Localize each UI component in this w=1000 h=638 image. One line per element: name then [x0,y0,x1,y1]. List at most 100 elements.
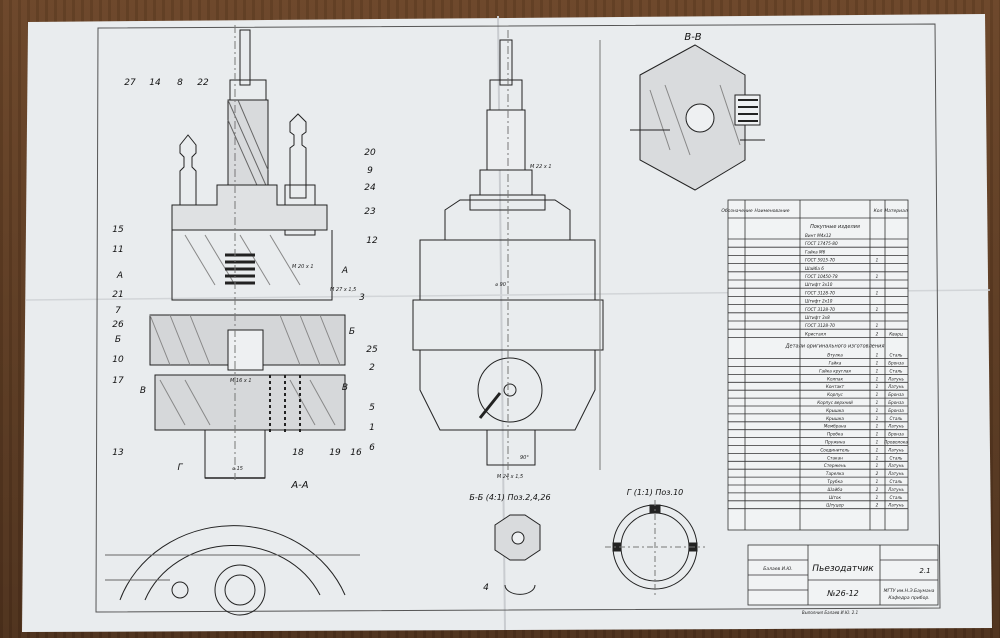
table-part-qty: 1 [876,447,879,452]
callout-label: Г [177,463,183,473]
callout-label: 14 [149,78,161,88]
title-block [747,544,939,606]
section-hex-view [630,44,765,191]
dim-thread-top: M 22 x 1 [530,164,552,170]
table-part-qty: 1 [876,376,879,381]
table-part-name: Крышка [826,416,844,421]
table-part-name: Штуцер [826,503,844,508]
table-part-qty: 1 [876,361,879,366]
table-part-name: Тарелка [826,471,845,476]
callout-label: 7 [115,306,121,316]
table-part-name: Крышка [826,408,844,413]
bottom-arc-view [105,525,360,616]
table-part-name: Колпак [827,376,844,381]
callout-label: 20 [364,148,376,158]
table-part-material: Сталь [889,495,903,500]
table-part-name: Контакт [826,384,845,389]
table-part-qty: 2 [876,487,879,492]
callout-label: А [116,271,123,281]
dim-m24: M 24 x 1,5 [497,474,523,480]
table-part-name: Корпус верхний [817,400,853,405]
table-std-name: ГОСТ 3128-70 [805,323,835,328]
view-title-g: Г (1:1) Поз.10 [627,488,684,497]
table-header-cell: Кол [874,208,883,214]
table-part-qty: 1 [876,479,879,484]
table-std-material: Кварц [889,331,903,336]
table-part-name: Пружина [825,440,846,445]
table-part-name: Корпус [827,392,843,397]
front-view [412,30,604,480]
table-part-name: Пробка [827,432,843,437]
callout-label: 5 [369,403,375,413]
drawing-frame [95,23,941,613]
section-small-view [494,514,541,595]
table-std-name: ГОСТ 10450-78 [805,274,838,279]
table-part-material: Бронза [888,432,904,437]
callout-label: 19 [329,448,341,458]
org-line-2: Кафедра прибор. [888,595,929,601]
main-section-view [149,25,346,480]
table-part-name: Гайка круглая [819,368,851,373]
table-part-name: Шток [829,495,841,500]
table-part-name: Мембрана [824,424,847,429]
callout-label: 27 [124,78,136,88]
table-part-material: Латунь [887,384,904,389]
callout-label: А [341,266,348,276]
table-part-material: Бронза [888,408,904,413]
table-header-cell: Обозначение [721,208,752,214]
table-part-qty: 1 [876,440,879,445]
table-std-name: ГОСТ 17475-80 [805,241,838,246]
table-std-name: Кристалл [805,331,826,336]
table-part-qty: 2 [876,471,879,476]
table-part-material: Латунь [887,447,904,452]
dim-m27: M 27 x 1,5 [330,287,356,293]
table-std-name: ГОСТ 3128-70 [805,290,835,295]
table-part-material: Латунь [887,503,904,508]
table-part-qty: 1 [876,408,879,413]
table-section-parts: Детали оригинального изготовления [785,344,885,350]
table-part-material: Сталь [889,416,903,421]
table-part-qty: 1 [876,416,879,421]
table-part-material: Латунь [887,463,904,468]
table-part-qty: 1 [876,400,879,405]
table-part-material: Бронза [888,392,904,397]
table-part-qty: 2 [876,503,879,508]
table-part-qty: 1 [876,424,879,429]
table-header-cell: Наименование [755,208,790,214]
table-part-material: Сталь [889,479,903,484]
table-section-std: Покупные изделия [810,224,860,230]
callout-label: 21 [112,290,123,300]
view-title-a-a: А-А [290,480,308,491]
table-std-name: Штифт 2х10 [805,299,833,304]
table-std-qty: 1 [876,290,879,295]
table-part-qty: 1 [876,384,879,389]
table-part-material: Сталь [889,455,903,460]
callout-label: 8 [177,78,183,88]
table-part-name: Стержень [824,463,847,468]
table-part-qty: 1 [876,432,879,437]
callout-label: В [140,386,146,396]
callout-label: Б [349,327,355,337]
callout-label: 25 [366,345,378,355]
drawing-number: №26-12 [826,589,859,598]
table-header-cell: Материал [884,208,908,214]
table-part-name: Шайба [828,487,843,492]
callout-label: 23 [364,207,376,217]
callout-label: 18 [292,448,304,458]
table-part-material: Сталь [889,368,903,373]
dim-m16: M 16 x 1 [230,378,252,384]
table-std-name: ГОСТ 3128-70 [805,307,835,312]
dim-d15: ⌀ 15 [232,466,243,472]
callout-label: 9 [367,166,373,176]
view-title-section-b: Б-Б (4:1) Поз.2,4,26 [469,493,550,502]
table-std-qty: 1 [876,323,879,328]
drawing-title: Пьезодатчик [812,564,874,574]
table-part-name: Трубка [827,479,843,484]
table-std-name: Штифт 3х8 [805,315,830,320]
table-part-material: Сталь [889,353,903,358]
table-part-name: Соединитель [820,447,850,452]
stamp-bottom: Выполнил Балаев И.Ю. 2.1 [802,610,858,615]
table-part-name: Стакан [827,455,843,460]
